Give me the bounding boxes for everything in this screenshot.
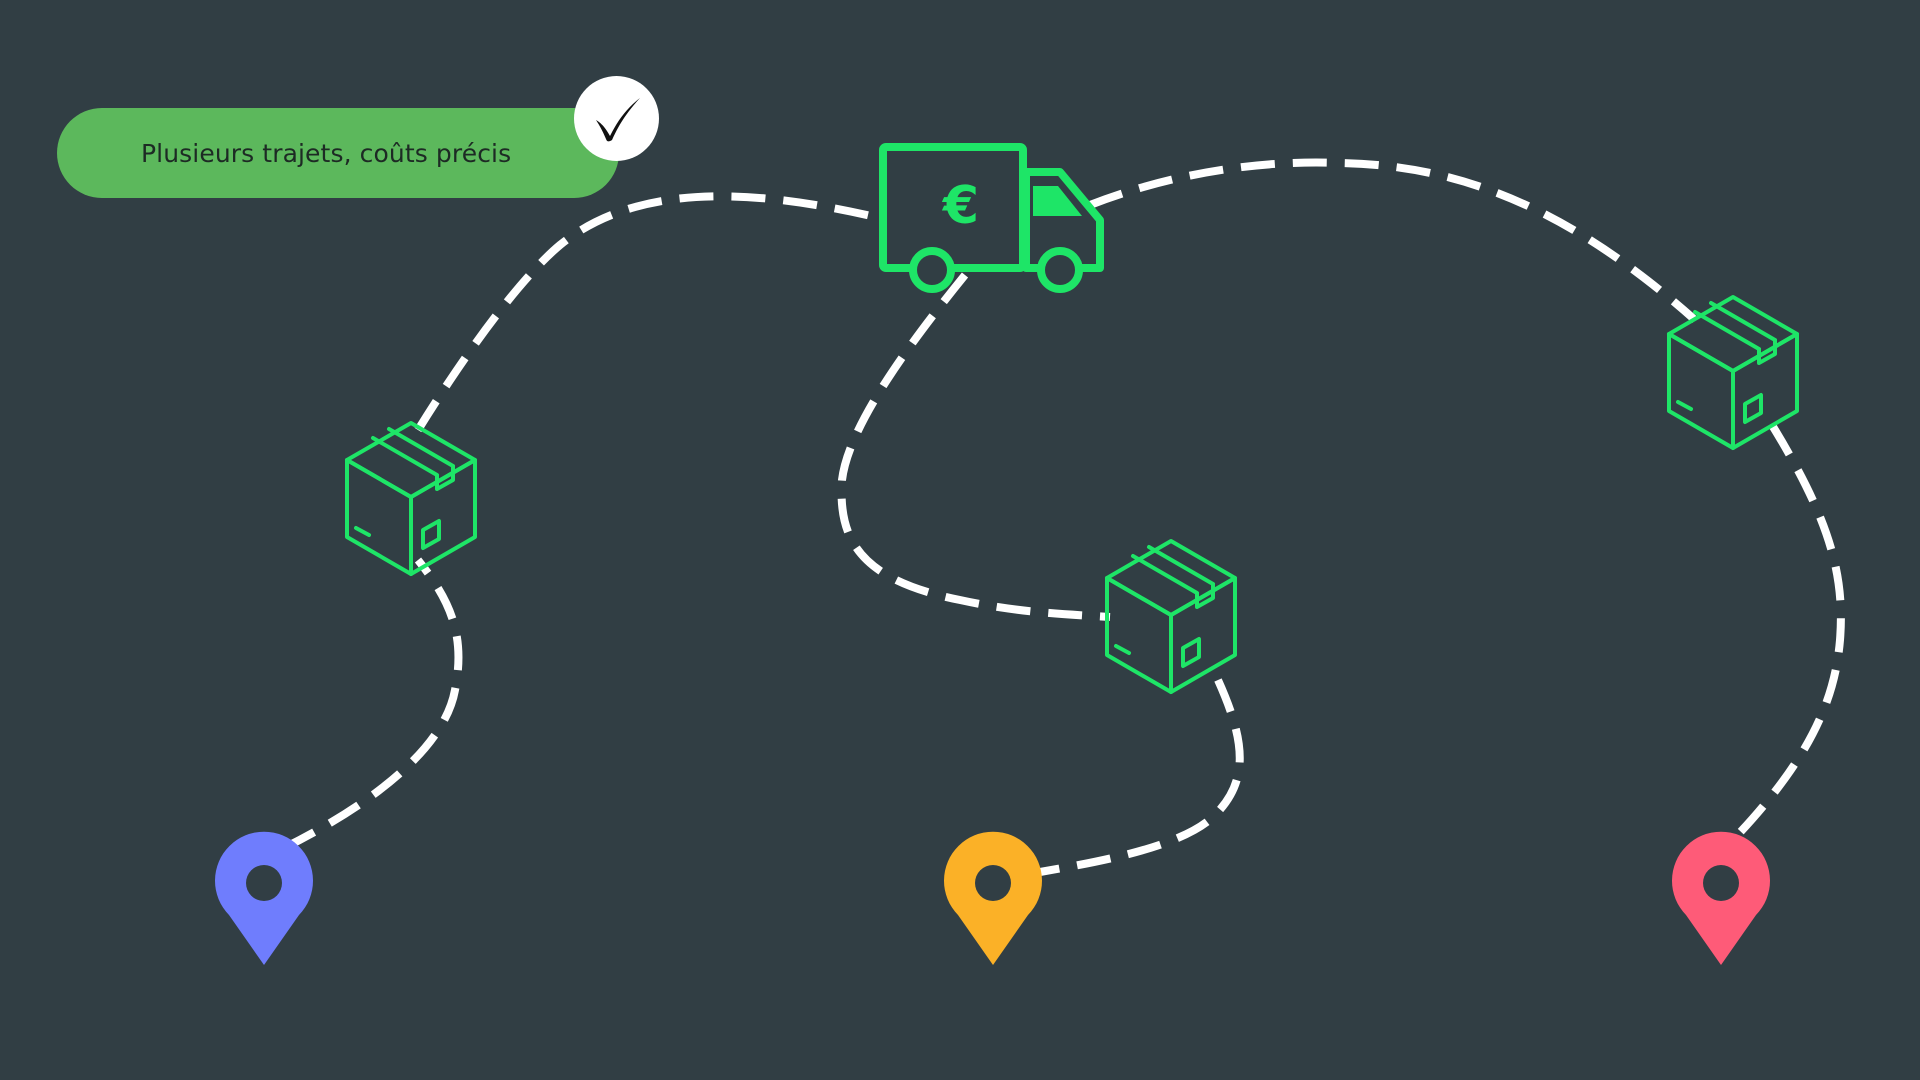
location-pin-icon <box>215 831 313 965</box>
route-lines <box>282 158 1845 876</box>
location-pin-icon <box>944 831 1042 965</box>
route-to-center-destination <box>837 272 1244 876</box>
feature-badge: Plusieurs trajets, coûts précis <box>57 108 619 198</box>
badge-label: Plusieurs trajets, coûts précis <box>141 138 512 168</box>
package-box-icon <box>345 421 477 576</box>
package-box-icon <box>1667 295 1799 450</box>
euro-symbol: € <box>942 176 979 236</box>
location-pin-icon <box>1672 831 1770 965</box>
delivery-truck-icon: € <box>879 143 1104 293</box>
route-to-right-destination <box>1088 158 1845 846</box>
check-icon <box>574 76 659 161</box>
package-box-icon <box>1105 539 1237 694</box>
route-to-left-destination <box>282 192 881 852</box>
